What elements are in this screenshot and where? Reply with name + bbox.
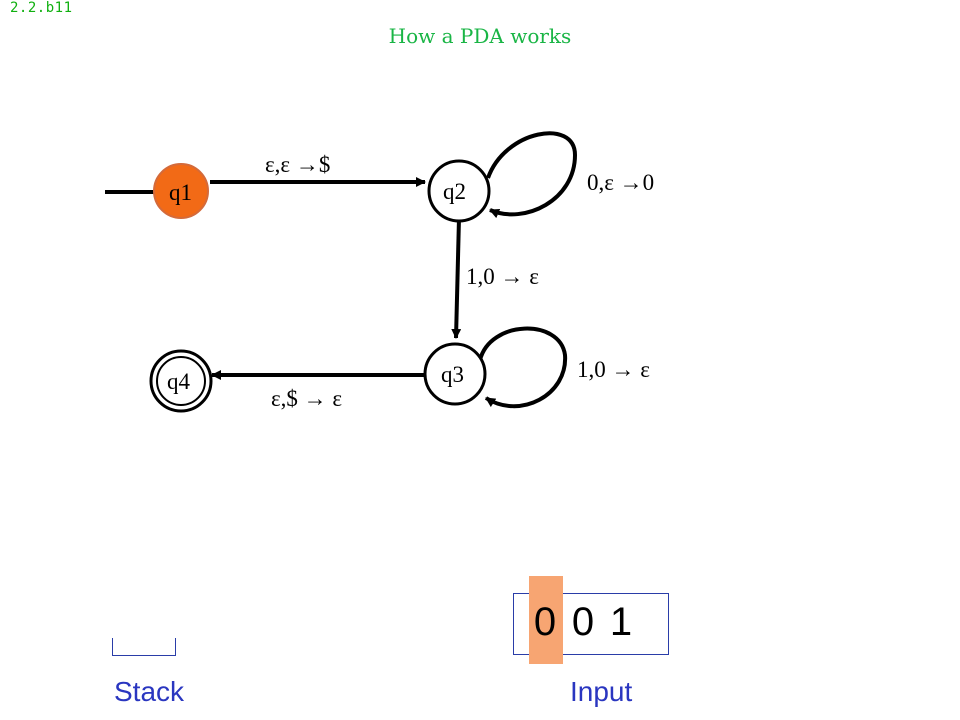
stack-label: Stack: [114, 676, 185, 707]
stack-container: [112, 638, 176, 656]
label-q1-q2: ε,ε →$: [265, 152, 330, 177]
input-symbol: 0: [571, 600, 595, 644]
edge-q2-loop: [486, 131, 578, 219]
state-q4-inner-circle: [156, 356, 206, 406]
input-head-highlight: [529, 576, 563, 664]
input-symbol: 1: [609, 600, 633, 644]
input-symbols: 0 0 1: [533, 598, 633, 646]
label-q2-q3: 1,0 → ε: [466, 264, 539, 289]
state-q2: q2: [427, 159, 491, 223]
state-q1-circle: [153, 163, 209, 219]
label-q2-loop: 0,ε →0: [587, 170, 654, 195]
edge-q3-loop: [478, 326, 568, 409]
state-q1: q1: [153, 163, 209, 219]
state-q4: q4: [149, 349, 213, 413]
state-q2-circle: [427, 159, 491, 223]
input-symbol: 0: [533, 600, 557, 644]
state-q3-circle: [423, 342, 487, 406]
state-q1-label: q1: [169, 180, 192, 205]
input-label: Input: [570, 676, 633, 707]
label-q3-q4: ε,$ → ε: [271, 386, 342, 411]
slide-title: How a PDA works: [388, 24, 572, 48]
slide-id: 2.2.b11: [10, 0, 73, 16]
edge-q2-q3: [451, 217, 462, 339]
label-q3-loop: 1,0 → ε: [577, 357, 650, 382]
state-q3-label: q3: [441, 362, 464, 387]
input-tape: [513, 593, 669, 655]
state-q4-label: q4: [167, 369, 191, 394]
state-q2-label: q2: [443, 179, 466, 204]
state-q3: q3: [423, 342, 487, 406]
